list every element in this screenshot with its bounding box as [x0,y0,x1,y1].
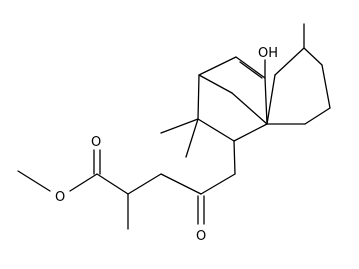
bond-ring-to-quaternary [233,123,268,142]
bond-carbonyl-alpha-carbon [96,173,129,195]
bond-alkene-double-b [239,61,263,79]
cage-framework [160,56,268,158]
bond-linker-to-ring [233,140,236,175]
ketone-oxygen-label: O [196,229,206,244]
bond-bridgehead-alkene-a [198,56,237,76]
bond-methyl-ester-oxygen [17,170,51,192]
bond-bridge-to-quaternary [231,92,268,125]
bond-ring-to-gem-dimethyl [197,118,235,142]
bond-carbinol-to-quaternary-a [264,77,268,125]
ester-carbonyl-oxygen-label: O [91,135,101,150]
bond-alkene-double-a [235,56,266,79]
ester-oxygen-label: O [55,190,65,205]
bond-gem-dimethyl-methyl-a [160,118,199,134]
bond-ring-a-to-ring-b [304,107,331,125]
hydroxyl-label: OH [258,46,278,61]
bond-alpha-to-methylene [127,173,162,195]
bond-methylene-to-ketone [160,173,202,195]
bond-ring-c-to-ring-d [303,47,323,66]
cyclopentane-ring [266,23,331,125]
bond-gem-dimethyl-methyl-b [185,118,199,158]
bond-ketone-to-linker [200,173,236,195]
side-chain [127,140,236,230]
bond-gem-dimethyl-to-bridgehead [197,74,200,120]
ester-group [17,149,129,195]
bond-bridgehead-to-bridge [198,74,233,94]
bond-ring-d-to-junction [274,47,305,76]
bond-ester-oxygen-carbonyl [69,173,98,192]
bond-ring-b-to-ring-c [321,64,331,109]
bond-junction-to-quaternary [266,74,276,125]
